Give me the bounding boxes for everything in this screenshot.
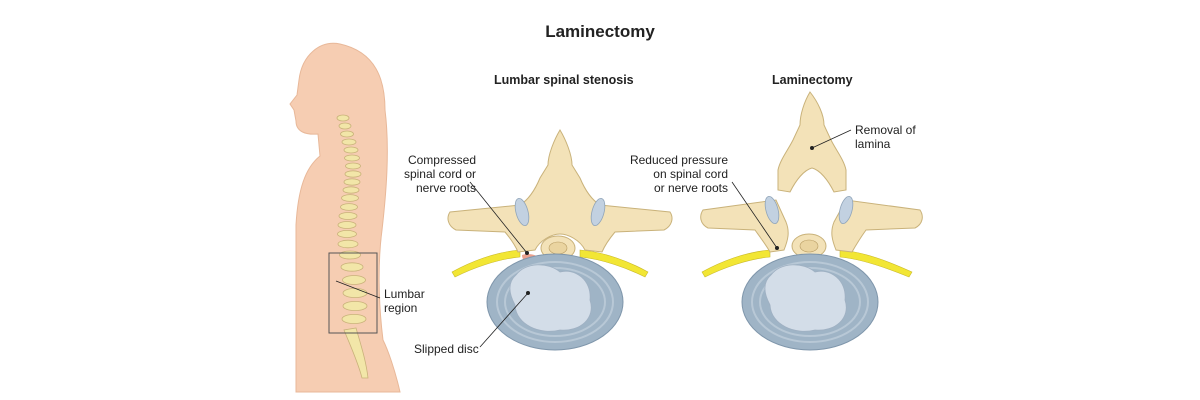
label-pressure-line1: Reduced pressure [629, 153, 728, 167]
label-compressed-line1: Compressed [407, 153, 476, 167]
leader-slipped-disc-dot [526, 290, 531, 295]
leader-compressed-dot [525, 250, 530, 255]
stenosis-nerve-left [451, 249, 521, 278]
stenosis-facet-left [514, 197, 530, 227]
label-pressure-line3: or nerve roots [653, 181, 728, 195]
label-pressure-line2: on spinal cord [653, 167, 728, 181]
stenosis-disc-nucleus [509, 264, 592, 332]
stenosis-vertebra [447, 129, 673, 351]
leader-removal [811, 129, 852, 149]
label-lumbar-region: Lumbar region [384, 287, 425, 315]
laminectomy-disc-ring [751, 261, 869, 343]
label-compressed-line3: nerve roots [415, 181, 476, 195]
laminectomy-pedicle-right [831, 199, 923, 253]
leader-reduced-pressure [731, 181, 778, 249]
removed-lamina [777, 91, 847, 193]
label-removal-line2: lamina [855, 137, 891, 151]
label-compressed-spinal-cord: Compressed spinal cord or nerve roots [372, 153, 476, 195]
label-removal-line1: Removal of [855, 123, 916, 137]
label-removal-of-lamina: Removal of lamina [855, 123, 916, 151]
label-slipped-disc: Slipped disc [414, 342, 479, 356]
stenosis-cord-grey-matter [548, 241, 568, 255]
diagram-title: Laminectomy [545, 22, 655, 41]
laminectomy-heading: Laminectomy [772, 73, 853, 87]
label-compressed-line2: spinal cord or [403, 167, 476, 181]
leader-slipped-disc [479, 292, 529, 348]
stenosis-disc-ring [496, 261, 614, 343]
leader-compressed [469, 181, 528, 254]
label-reduced-pressure: Reduced pressure on spinal cord or nerve… [610, 153, 728, 195]
stenosis-vertebral-arch [447, 129, 673, 253]
leader-lumbar [335, 280, 381, 299]
human-body-figure [289, 42, 401, 393]
leader-removal-dot [810, 145, 815, 150]
laminectomy-nerve-right [839, 249, 913, 278]
laminectomy-cord-grey-matter [799, 239, 819, 253]
label-lumbar-line1: Lumbar [384, 287, 425, 301]
laminectomy-facet-right [838, 195, 854, 225]
laminectomy-nerve-left [701, 249, 771, 278]
stenosis-heading: Lumbar spinal stenosis [494, 73, 634, 87]
stenosis-facet-right [590, 197, 606, 227]
laminectomy-disc-nucleus [764, 264, 847, 332]
stenosis-disc-ring-2 [504, 267, 606, 337]
label-lumbar-line2: region [384, 301, 418, 315]
laminectomy-vertebra [700, 91, 923, 351]
lumbar-region-box [328, 252, 378, 334]
leader-reduced-pressure-dot [775, 245, 780, 250]
spine-column [336, 114, 369, 379]
laminectomy-disc-ring-2 [759, 267, 861, 337]
stenosis-nerve-right [579, 249, 649, 278]
laminectomy-facet-left [764, 195, 780, 225]
